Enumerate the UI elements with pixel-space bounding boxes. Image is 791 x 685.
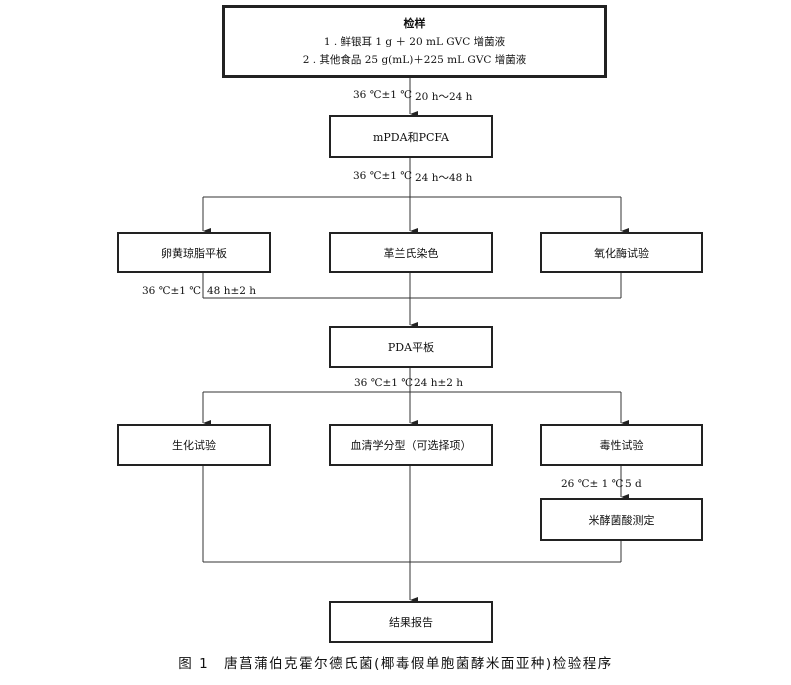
node-mpda: mPDA和PCFA: [329, 115, 493, 158]
condition-4-temp: 36 ℃±1 ℃: [354, 377, 414, 389]
condition-3-time: 48 h±2 h: [207, 285, 257, 297]
node-sample-line-1: 1 . 鲜银耳 1 g ＋ 20 mL GVC 增菌液: [323, 35, 506, 48]
node-gram-stain: 革兰氏染色: [329, 232, 493, 273]
condition-4-time: 24 h±2 h: [414, 377, 464, 389]
node-bongkrekic-label: 米酵菌酸测定: [588, 513, 655, 527]
node-mpda-label: mPDA和PCFA: [372, 130, 450, 144]
condition-2-temp: 36 ℃±1 ℃: [353, 170, 413, 182]
node-toxicity-test: 毒性试验: [540, 424, 703, 466]
node-pda-label: PDA平板: [387, 341, 435, 354]
node-pda-plate: PDA平板: [329, 326, 493, 368]
node-gram-label: 革兰氏染色: [383, 246, 439, 260]
node-serotyping: 血清学分型（可选择项）: [329, 424, 493, 466]
node-result-report: 结果报告: [329, 601, 493, 643]
node-egg-yolk-label: 卵黄琼脂平板: [161, 246, 227, 260]
node-report-label: 结果报告: [389, 616, 433, 629]
node-sample-title: 检样: [403, 16, 426, 30]
node-serotype-label: 血清学分型（可选择项）: [350, 439, 472, 452]
node-biochemical-test: 生化试验: [117, 424, 271, 466]
condition-2-time: 24 h～48 h: [415, 172, 473, 184]
condition-1-temp: 36 ℃±1 ℃: [353, 89, 413, 101]
node-toxicity-label: 毒性试验: [599, 439, 644, 452]
condition-5-temp: 26 ℃± 1 ℃: [561, 478, 624, 490]
node-egg-yolk-agar: 卵黄琼脂平板: [117, 232, 271, 273]
node-sample-line-2: 2 . 其他食品 25 g(mL)＋225 mL GVC 增菌液: [302, 53, 527, 66]
node-bongkrekic-acid: 米酵菌酸测定: [540, 498, 703, 541]
node-biochem-label: 生化试验: [172, 439, 216, 452]
condition-1-time: 20 h～24 h: [415, 91, 473, 103]
figure-caption: 图 1 唐菖蒲伯克霍尔德氏菌(椰毒假单胞菌酵米面亚种)检验程序: [178, 656, 613, 672]
node-oxidase-test: 氧化酶试验: [540, 232, 703, 273]
condition-3-temp: 36 ℃±1 ℃: [142, 285, 202, 297]
node-sample: 检样 1 . 鲜银耳 1 g ＋ 20 mL GVC 增菌液 2 . 其他食品 …: [222, 5, 607, 78]
node-oxidase-label: 氧化酶试验: [594, 246, 649, 260]
condition-5-time: 5 d: [625, 478, 642, 490]
